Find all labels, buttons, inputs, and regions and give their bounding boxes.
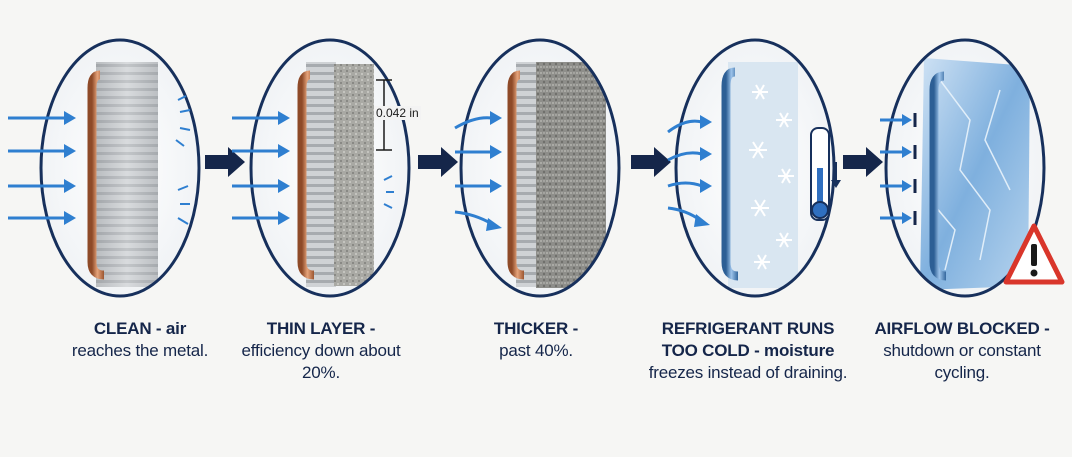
connector-arrow-icon [843, 147, 883, 177]
warning-icon [1003, 223, 1065, 285]
arrow-icon [667, 147, 712, 162]
arrow-icon [667, 115, 712, 134]
stage-5-description: shutdown or constant cycling. [883, 341, 1041, 382]
stage-2-title: THIN LAYER - [266, 319, 376, 338]
stage-4-title: REFRIGERANT RUNS TOO COLD - moisture [661, 319, 835, 360]
arrow-icon [880, 145, 917, 159]
arrow-icon [232, 111, 290, 125]
stage-3-thicker-coil [454, 38, 621, 298]
arrow-icon [232, 144, 290, 158]
arrow-icon [8, 179, 76, 193]
arrow-icon [454, 210, 502, 231]
arrow-icon [880, 179, 917, 193]
arrow-icon [454, 111, 502, 130]
airflow-arrows [667, 115, 712, 227]
cold-refrigerant-tube [721, 67, 739, 281]
stage-3-caption: THICKER - past 40%. [436, 318, 636, 362]
stage-1-frame [39, 38, 201, 298]
arrow-icon [8, 144, 76, 158]
stage-3-description: past 40%. [499, 341, 573, 360]
snowflake-icons [749, 84, 794, 270]
arrow-icon [667, 179, 712, 193]
stage-5-caption: AIRFLOW BLOCKED - shutdown or constant c… [862, 318, 1062, 384]
stage-1-caption: CLEAN - air reaches the metal. [40, 318, 240, 362]
dust-layer [334, 64, 374, 286]
airflow-arrows [232, 111, 290, 225]
stage-4-caption: REFRIGERANT RUNS TOO COLD - moisture fre… [648, 318, 848, 384]
stage-1-title: CLEAN - air [93, 319, 187, 338]
measurement-label: 0.042 in [374, 106, 421, 120]
stage-5-iced-coil [880, 38, 1065, 298]
airflow-through-dashes [175, 95, 191, 225]
stage-5-title: AIRFLOW BLOCKED - [874, 319, 1050, 338]
arrow-icon [667, 206, 710, 227]
stage-2-thin-layer-coil [232, 38, 411, 298]
airflow-arrows [8, 111, 76, 225]
ice-block [920, 58, 1030, 290]
arrow-icon [455, 145, 502, 159]
stage-3-title: THICKER - [493, 319, 579, 338]
arrow-icon [880, 113, 917, 127]
stage-2-description: efficiency down about 20%. [241, 341, 401, 382]
airflow-through-dashes [383, 175, 394, 209]
arrow-icon [232, 211, 290, 225]
dust-layer [536, 62, 606, 288]
stage-2-caption: THIN LAYER - efficiency down about 20%. [221, 318, 421, 384]
connector-arrow-icon [631, 147, 671, 177]
arrow-icon [8, 211, 76, 225]
stage-4-frosted-coil [667, 38, 841, 298]
arrow-icon [232, 179, 290, 193]
arrow-icon [455, 179, 502, 193]
connector-arrow-icon [418, 147, 458, 177]
airflow-arrows [454, 111, 502, 231]
stage-1-description: reaches the metal. [71, 341, 209, 360]
arrow-icon [880, 211, 917, 225]
stage-1-clean-coil [8, 38, 201, 298]
thermometer-icon [810, 127, 841, 221]
stage-4-description: freezes instead of draining. [648, 363, 848, 382]
arrow-icon [8, 111, 76, 125]
connector-arrow-icon [205, 147, 245, 177]
copper-tube [87, 70, 105, 280]
blocked-airflow-arrows [880, 113, 917, 225]
